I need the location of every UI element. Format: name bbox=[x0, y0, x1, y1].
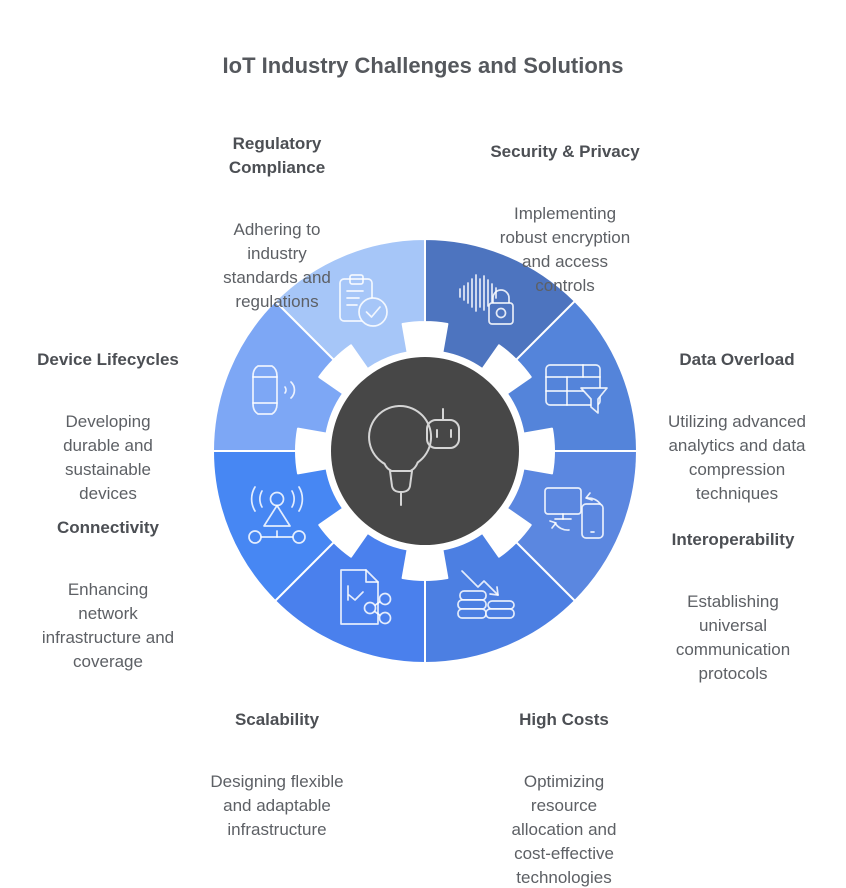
label-high-costs: High Costs Optimizing resource allocatio… bbox=[474, 684, 654, 888]
label-security-privacy: Security & Privacy Implementing robust e… bbox=[465, 116, 665, 322]
label-description: Implementing robust encryption and acces… bbox=[499, 204, 631, 295]
label-title: Connectivity bbox=[56, 518, 160, 537]
label-description: Optimizing resource allocation and cost-… bbox=[511, 772, 617, 887]
label-title: Interoperability bbox=[671, 530, 795, 549]
segment-device-lifecycles bbox=[212, 300, 345, 452]
clipboard-check-icon bbox=[339, 274, 388, 327]
label-scalability: Scalability Designing flexible and adapt… bbox=[172, 684, 382, 866]
page-title: IoT Industry Challenges and Solutions bbox=[222, 53, 624, 78]
label-title: Regulatory Compliance bbox=[228, 134, 326, 177]
segment-high-costs bbox=[424, 531, 576, 664]
wearable-signal-icon bbox=[252, 365, 296, 415]
table-filter-icon bbox=[545, 364, 608, 414]
devices-sync-icon bbox=[544, 487, 604, 539]
label-title: Data Overload bbox=[679, 350, 795, 369]
label-description: Establishing universal communication pro… bbox=[675, 592, 791, 683]
label-device-lifecycles: Device Lifecycles Developing durable and… bbox=[3, 324, 213, 530]
label-description: Enhancing network infrastructure and cov… bbox=[41, 580, 175, 671]
center-hub bbox=[331, 357, 519, 545]
label-description: Developing durable and sustainable devic… bbox=[63, 412, 153, 503]
segment-data-overload bbox=[505, 300, 638, 452]
label-data-overload: Data Overload Utilizing advanced analyti… bbox=[632, 324, 842, 530]
antenna-icon bbox=[248, 486, 306, 544]
label-regulatory-compliance: Regulatory Compliance Adhering to indust… bbox=[197, 108, 357, 338]
label-title: High Costs bbox=[519, 710, 609, 729]
label-description: Designing flexible and adaptable infrast… bbox=[210, 772, 344, 839]
voice-lock-icon bbox=[459, 274, 514, 325]
segment-scalability bbox=[274, 531, 426, 664]
coins-decline-icon bbox=[457, 570, 515, 619]
label-description: Adhering to industry standards and regul… bbox=[223, 220, 331, 311]
label-title: Device Lifecycles bbox=[37, 350, 179, 369]
label-title: Scalability bbox=[234, 710, 320, 729]
label-description: Utilizing advanced analytics and data co… bbox=[668, 412, 806, 503]
idea-robot-icon bbox=[368, 404, 460, 506]
label-title: Security & Privacy bbox=[490, 142, 640, 161]
label-interoperability: Interoperability Establishing universal … bbox=[633, 504, 833, 710]
document-share-icon bbox=[340, 569, 392, 625]
label-connectivity: Connectivity Enhancing network infrastru… bbox=[8, 492, 208, 698]
segment-interoperability bbox=[505, 450, 638, 602]
segment-regulatory bbox=[274, 238, 426, 371]
